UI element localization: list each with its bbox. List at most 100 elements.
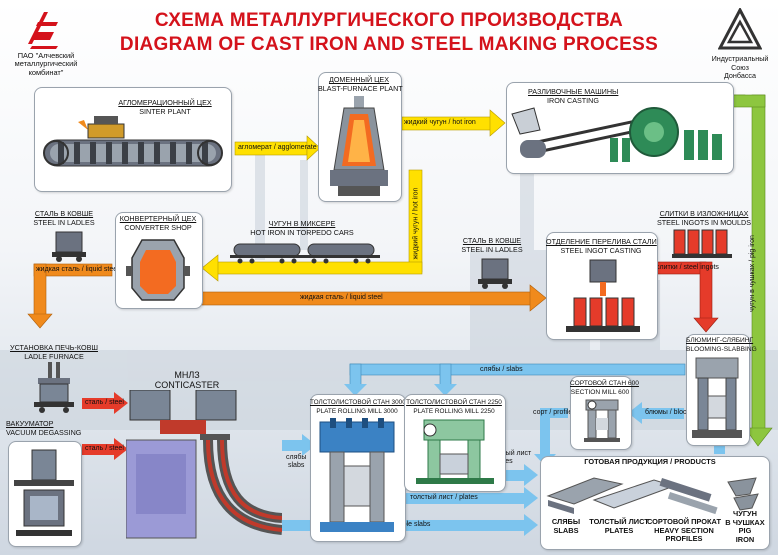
steel-ladles-2-label: СТАЛЬ В КОВШЕ STEEL IN LADLES (452, 236, 532, 254)
blooming-box (686, 334, 750, 446)
blast-ru: ДОМЕННЫЙ ЦЕХ (328, 75, 390, 84)
company-right-line1: Индустриальный (711, 54, 769, 63)
title-ru: СХЕМА МЕТАЛЛУРГИЧЕСКОГО ПРОИЗВОДСТВА (154, 10, 624, 31)
mill2250-box (404, 394, 506, 492)
label-ingots: слитки / steel ingots (656, 264, 719, 271)
arrow-blooms (628, 402, 684, 424)
vacuum-ru: ВАКУУМАТОР (6, 419, 54, 428)
conticaster-label: МНЛЗ CONTICASTER (152, 370, 222, 390)
converter-en: CONVERTER SHOP (124, 222, 192, 232)
arrow-steel-1 (82, 392, 128, 414)
mill3000-illustration (319, 418, 395, 532)
product-profiles-en2: PROFILES (665, 534, 703, 544)
steel-ladles-1-label: СТАЛЬ В КОВШЕ STEEL IN LADLES (24, 209, 104, 227)
label-steel-1: сталь / steel (85, 399, 124, 406)
vacuum-box (8, 441, 82, 547)
ingots-moulds-label: СЛИТКИ В ИЗЛОЖНИЦАХ STEEL INGOTS IN MOUL… (654, 209, 754, 227)
blooming-label: БЛЮМИНГ-СЛЯБИНГ BLOOMING-SLABBING (686, 337, 757, 354)
product-profiles-ru: СОРТОВОЙ ПРОКАТ (647, 517, 721, 526)
ladle-furnace-illustration (34, 362, 74, 413)
label-pig-iron: чугун в чушках / pig iron (748, 235, 756, 312)
label-plates-1: толстый лист (488, 450, 532, 457)
steel-ladles-1-en: STEEL IN LADLES (33, 217, 95, 227)
mill2250-label: ТОЛСТОЛИСТОВОЙ СТАН 2250 PLATE ROLLING M… (404, 399, 504, 416)
company-left-line2: металлургический (14, 59, 78, 69)
iron-casting-en: IRON CASTING (547, 95, 599, 105)
ladle-furnace-ru: УСТАНОВКА ПЕЧЬ-КОВШ (10, 343, 98, 352)
vacuum-label: ВАКУУМАТОР VACUUM DEGASSING (6, 419, 90, 437)
converter-shop-label: КОНВЕРТЕРНЫЙ ЦЕХ CONVERTER SHOP (115, 214, 201, 232)
products-illustration (546, 477, 759, 515)
akmk-logo (28, 12, 58, 49)
ladle-furnace-en: LADLE FURNACE (24, 351, 84, 361)
blooming-ru: БЛЮМИНГ-СЛЯБИНГ (686, 337, 754, 344)
section-mill-label: СОРТОВОЙ СТАН 600 SECTION MILL 600 (570, 380, 639, 397)
isd-logo (718, 8, 762, 50)
label-hot-iron-2: жидкий чугун / hot iron (412, 187, 420, 260)
ingots-moulds-ru: СЛИТКИ В ИЗЛОЖНИЦАХ (659, 209, 749, 218)
arrow-steel-2 (82, 438, 128, 460)
product-plates-en: PLATES (604, 525, 634, 535)
label-slabs-left: слябы (286, 454, 307, 461)
arrow-slabs-left (282, 434, 316, 456)
product-slabs: СЛЯБЫ SLABS (544, 517, 588, 535)
arrow-ingots (653, 261, 719, 333)
conticaster-en: CONTICASTER (154, 380, 220, 390)
ingots-moulds-en: STEEL INGOTS IN MOULDS (657, 217, 751, 227)
section-mill-box (570, 376, 632, 450)
torpedo-en: HOT IRON IN TORPEDO CARS (250, 227, 354, 237)
section-mill-en: SECTION MILL 600 (570, 388, 630, 396)
sinter-machine-illustration (43, 116, 223, 167)
arrow-agglomerate (234, 135, 321, 161)
company-right: Индустриальный Союз Донбасса (700, 54, 778, 81)
arrow-pig-iron (731, 94, 773, 447)
vacuum-en: VACUUM DEGASSING (6, 427, 82, 437)
mill3000-en: PLATE ROLLING MILL 3000 (316, 407, 398, 415)
iron-casting-ru: РАЗЛИВОЧНЫЕ МАШИНЫ (528, 87, 619, 96)
section-mill-ru: СОРТОВОЙ СТАН 600 (570, 380, 639, 387)
ingot-casting-label: ОТДЕЛЕНИЕ ПЕРЕЛИВА СТАЛИ STEEL INGOT CAS… (546, 237, 657, 255)
torpedo-label: ЧУГУН В МИКСЕРЕ HOT IRON IN TORPEDO CARS (242, 219, 362, 237)
label-steel-2: сталь / steel (85, 445, 124, 452)
arrow-slabs-top (344, 363, 686, 396)
blast-en: BLAST-FURNACE PLANT (318, 83, 403, 93)
product-pig-ru2: В ЧУШКАХ (725, 517, 765, 527)
conticaster-illustration (126, 390, 282, 539)
steel-ladles-2-ru: СТАЛЬ В КОВШЕ (462, 236, 522, 245)
ingots-moulds-illustration (672, 229, 732, 258)
blast-furnace-label: ДОМЕННЫЙ ЦЕХ BLAST-FURNACE PLANT (318, 75, 403, 93)
product-slabs-en: SLABS (553, 525, 579, 535)
arrow-plates-2 (404, 487, 538, 509)
arrow-plates-1 (504, 464, 538, 486)
company-left-line1: ПАО "Алчевский (17, 51, 75, 60)
arrow-liquid-steel-1 (27, 263, 113, 329)
company-left-line3: комбинат" (28, 67, 64, 77)
conticaster-ru: МНЛЗ (174, 370, 200, 380)
mill3000-label: ТОЛСТОЛИСТОВОЙ СТАН 3000 PLATE ROLLING M… (310, 399, 406, 416)
steel-ladles-2-en: STEEL IN LADLES (461, 244, 523, 254)
product-plates-ru: ТОЛСТЫЙ ЛИСТ (589, 517, 649, 526)
ladle-car-2 (478, 258, 512, 289)
product-pig-en2: IRON (735, 534, 755, 544)
product-pig-iron: ЧУГУН В ЧУШКАХ PIG IRON (722, 509, 768, 544)
arrow-hot-iron-1 (401, 109, 506, 137)
product-slabs-ru: СЛЯБЫ (551, 517, 581, 526)
iron-casting-illustration (511, 107, 722, 162)
label-liquid-steel-2: жидкая сталь / liquid steel (300, 294, 383, 301)
label-slabs-top: слябы / slabs (480, 366, 523, 373)
torpedo-cars-illustration (230, 243, 380, 264)
mill2250-en: PLATE ROLLING MILL 2250 (413, 407, 495, 415)
mill3000-ru: ТОЛСТОЛИСТОВОЙ СТАН 3000 (310, 399, 406, 406)
blooming-en: BLOOMING-SLABBING (686, 345, 757, 353)
label-slabs-left2: slabs (288, 462, 305, 469)
product-profiles-en1: HEAVY SECTION (654, 525, 714, 535)
steel-ladles-1-ru: СТАЛЬ В КОВШЕ (34, 209, 94, 218)
blooming-illustration (692, 357, 742, 438)
company-right-line3: Донбасса (723, 71, 757, 81)
title-en: DIAGRAM OF CAST IRON AND STEEL MAKING PR… (119, 34, 659, 55)
converter-ru: КОНВЕРТЕРНЫЙ ЦЕХ (119, 214, 197, 223)
ingot-casting-illustration (566, 259, 640, 332)
blast-furnace-illustration (330, 96, 388, 196)
sinter-en: SINTER PLANT (139, 106, 191, 116)
